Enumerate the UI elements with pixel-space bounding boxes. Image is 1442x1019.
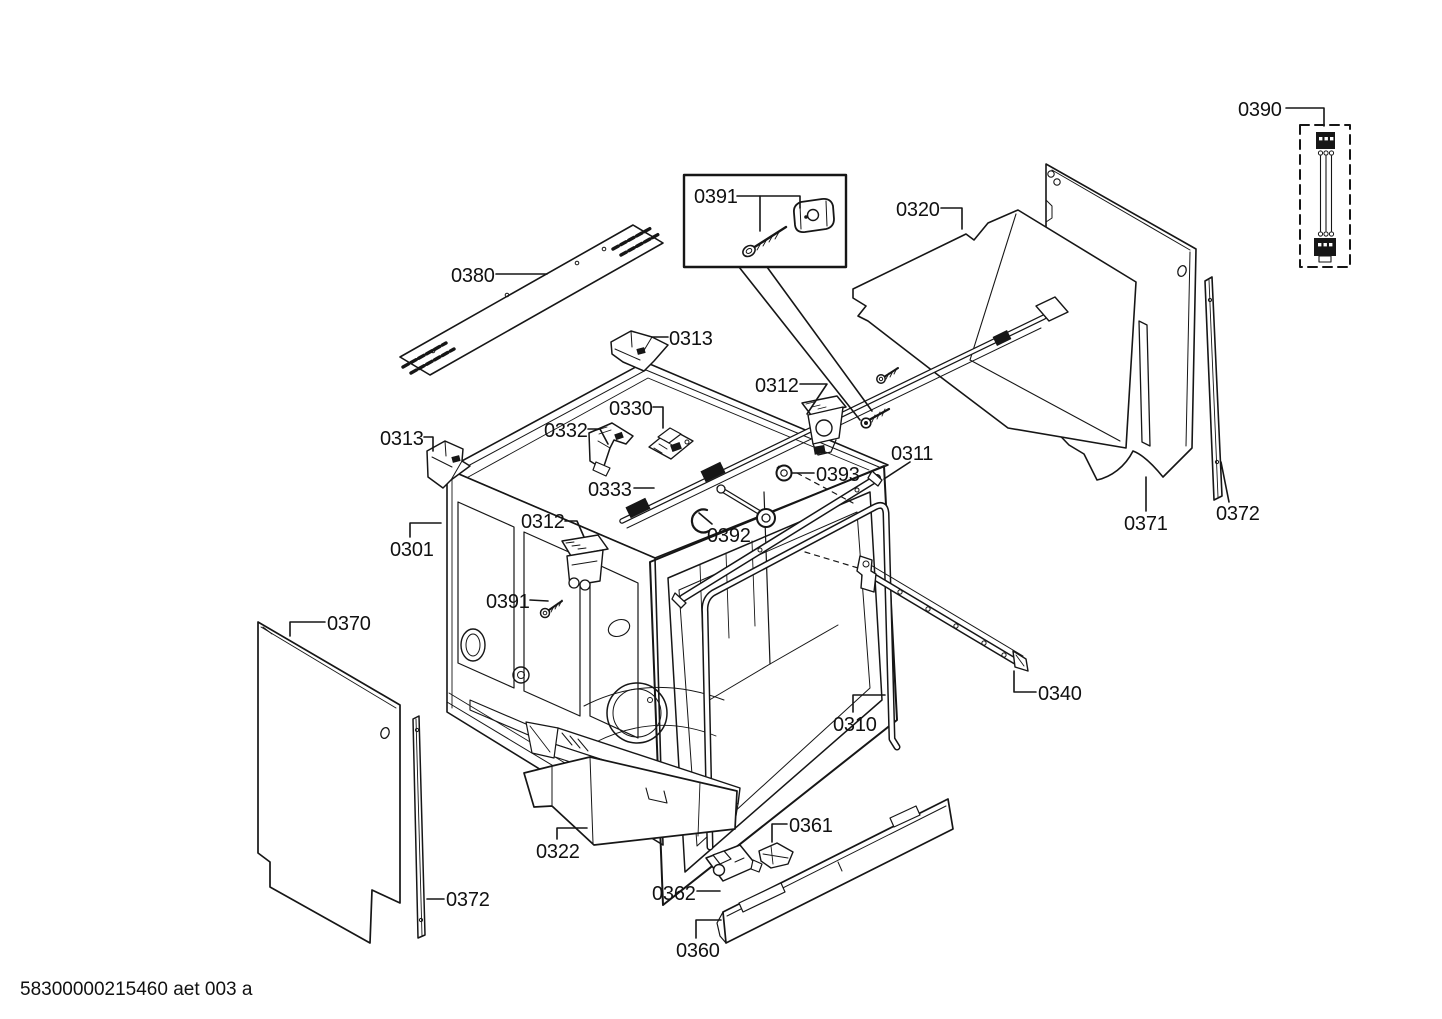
- detail-box-0391: [682, 173, 848, 269]
- part-label-0391-15: 0391: [486, 591, 530, 613]
- part-0313-corner-bracket-left: [426, 440, 471, 489]
- part-0360-bottom-rail: [716, 798, 954, 944]
- leader-lines: [289, 107, 1325, 939]
- part-label-0322-19: 0322: [536, 841, 580, 863]
- leader-0320: [940, 207, 963, 230]
- part-label-0361-20: 0361: [789, 815, 833, 837]
- screw-0391-upper: [876, 367, 899, 384]
- part-label-0371-24: 0371: [1124, 513, 1168, 535]
- leader-0340: [1013, 670, 1037, 693]
- part-0320-insulation-mat: [852, 209, 1137, 449]
- part-0313-corner-bracket-top: [610, 330, 669, 372]
- projection-line-upper: [796, 472, 854, 504]
- part-label-0332-8: 0332: [544, 420, 588, 442]
- part-label-0372-25: 0372: [1216, 503, 1260, 525]
- part-0332-bracket: [588, 422, 634, 477]
- leader-0330: [652, 406, 664, 429]
- part-label-0390-0: 0390: [1238, 99, 1282, 121]
- leader-0392: [698, 512, 713, 525]
- part-0372-right-trim: [1204, 276, 1223, 501]
- tub-interior: [583, 491, 839, 744]
- leader-0370: [289, 621, 326, 637]
- leader-0391-box-a: [736, 195, 801, 209]
- leader-0390: [1285, 107, 1325, 127]
- screw-0391-mid: [539, 599, 563, 619]
- leader-0391-mid: [529, 599, 549, 602]
- part-label-0313-4: 0313: [669, 328, 713, 350]
- part-label-0340-18: 0340: [1038, 683, 1082, 705]
- part-0370-side-panel: [257, 621, 401, 944]
- leader-0322: [556, 827, 588, 840]
- part-label-0310-17: 0310: [833, 714, 877, 736]
- part-label-0391-1: 0391: [694, 186, 738, 208]
- part-0312-hinge-mid: [561, 534, 609, 591]
- leader-0312-mid: [564, 520, 585, 538]
- part-0361-clip: [758, 842, 794, 869]
- part-label-0360-23: 0360: [676, 940, 720, 962]
- part-0330-latch: [648, 427, 694, 460]
- part-0312-hinge-right: [801, 395, 847, 456]
- leader-0310: [852, 694, 886, 713]
- part-label-0370-16: 0370: [327, 613, 371, 635]
- part-0362-switch: [705, 844, 763, 882]
- leader-0332: [587, 428, 609, 445]
- part-label-0380-3: 0380: [451, 265, 495, 287]
- part-label-0301-14: 0301: [390, 539, 434, 561]
- part-label-0311-9: 0311: [891, 443, 934, 465]
- part-0390-hose-kit: [1299, 124, 1351, 268]
- screw-0391-lower: [860, 407, 891, 429]
- part-label-0392-13: 0392: [707, 525, 751, 547]
- part-label-0330-7: 0330: [609, 398, 653, 420]
- part-0380-top-strip: [399, 224, 664, 376]
- part-label-0312-5: 0312: [755, 375, 799, 397]
- leader-0311: [883, 461, 911, 480]
- part-label-0362-21: 0362: [652, 883, 696, 905]
- part-0392-roller: [690, 484, 776, 534]
- part-label-0393-10: 0393: [816, 464, 860, 486]
- leader-0301: [409, 522, 442, 538]
- document-code: 58300000215460 aet 003 a: [20, 979, 253, 1000]
- leader-0372-right: [1220, 461, 1230, 503]
- part-label-0333-11: 0333: [588, 479, 632, 501]
- part-label-0312-12: 0312: [521, 511, 565, 533]
- part-0372-left-trim: [412, 715, 426, 939]
- leader-0312-right: [799, 383, 828, 415]
- part-label-0320-2: 0320: [896, 199, 940, 221]
- leader-0360: [695, 919, 722, 939]
- leader-0361: [771, 823, 788, 843]
- leader-0313-left: [423, 436, 434, 452]
- leader-0391-v2: [766, 266, 873, 412]
- part-0393-nut: [775, 464, 793, 482]
- part-0340-support-rail: [856, 555, 1029, 672]
- part-label-0313-6: 0313: [380, 428, 424, 450]
- part-0310-door-seal: [701, 502, 901, 851]
- part-label-0372-22: 0372: [446, 889, 490, 911]
- part-0322-base: [523, 756, 738, 846]
- leader-0391-v1: [738, 266, 861, 421]
